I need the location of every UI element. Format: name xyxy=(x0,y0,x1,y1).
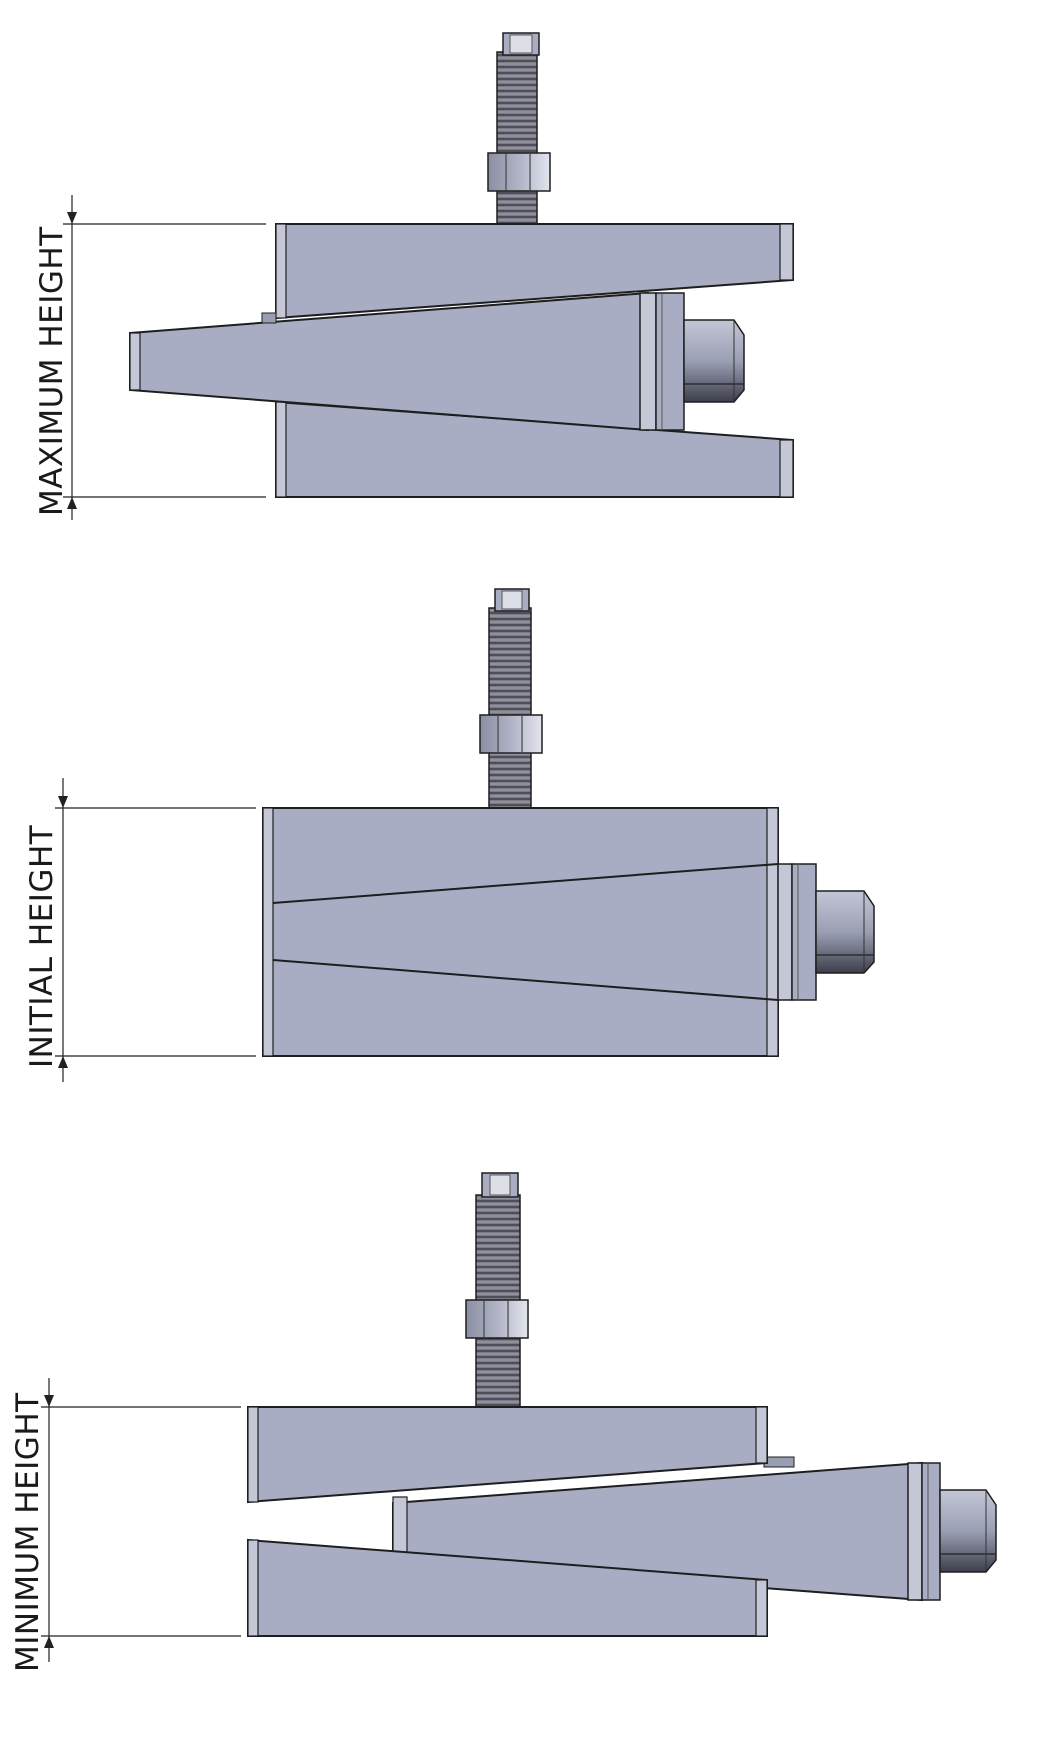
figure-initial-height: INITIAL HEIGHT xyxy=(24,588,875,1082)
sliding-wedge xyxy=(129,291,649,432)
wedge-interface-upper xyxy=(272,863,779,904)
hex-nut-icon xyxy=(487,152,551,192)
figure-minimum-height: MINIMUM HEIGHT xyxy=(10,1172,997,1672)
dimension-initial-height xyxy=(55,778,256,1082)
hex-head-bolt-icon xyxy=(815,890,875,974)
hex-nut-icon xyxy=(465,1299,529,1339)
wedge-interface-lower xyxy=(272,959,779,1001)
hex-nut-icon xyxy=(479,714,543,754)
dimension-maximum-height xyxy=(63,195,266,520)
figure-maximum-height: MAXIMUM HEIGHT xyxy=(34,32,794,520)
initial-height-label: INITIAL HEIGHT xyxy=(24,824,60,1068)
end-plate xyxy=(907,1462,941,1601)
minimum-height-label: MINIMUM HEIGHT xyxy=(10,1392,46,1672)
dimension-minimum-height xyxy=(41,1378,241,1662)
hex-head-bolt-icon xyxy=(939,1489,997,1573)
maximum-height-label: MAXIMUM HEIGHT xyxy=(34,226,70,516)
threaded-rod-icon xyxy=(496,32,540,225)
threaded-rod-icon xyxy=(488,588,532,809)
end-plate xyxy=(639,292,685,431)
jack-body xyxy=(262,807,779,1057)
threaded-rod-icon xyxy=(475,1172,521,1408)
end-plate xyxy=(777,863,817,1001)
hex-head-bolt-icon xyxy=(683,319,745,403)
